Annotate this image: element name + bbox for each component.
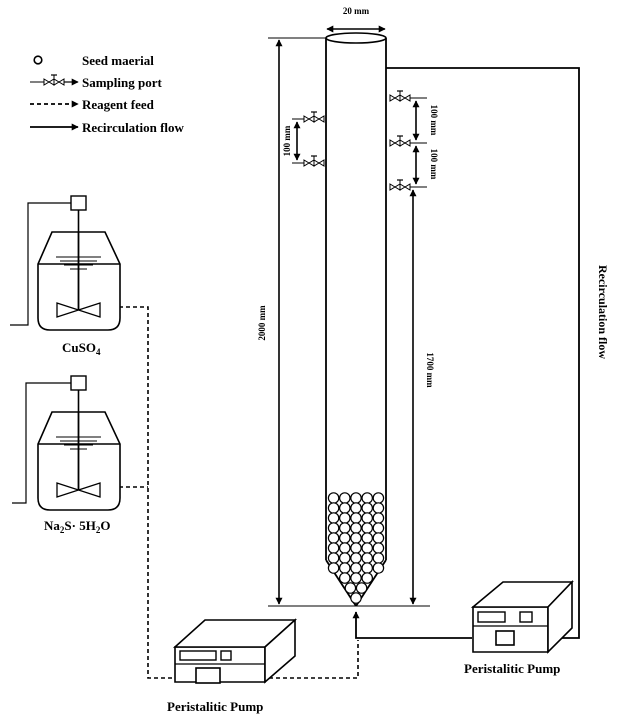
seed-particle xyxy=(372,562,385,574)
seed-particle xyxy=(350,502,362,514)
seed-particle xyxy=(372,552,385,564)
seed-particle xyxy=(361,542,373,554)
seed-particle xyxy=(350,492,362,504)
seed-particle xyxy=(338,562,351,574)
seed-particle xyxy=(327,562,340,574)
seed-particle xyxy=(361,502,373,514)
legend: Seed maerial Sampling port Reagent feed … xyxy=(30,53,185,135)
right-spacing-label-1: 100 mm xyxy=(429,105,439,136)
sampling-port-icon xyxy=(30,74,79,86)
recirculation-loop xyxy=(352,67,580,639)
seed-material-bed xyxy=(327,492,385,604)
seed-particle xyxy=(361,522,373,534)
left-spacing-label: 100 mm xyxy=(282,125,292,156)
seed-particle xyxy=(372,502,385,514)
seed-particle xyxy=(338,542,351,554)
seed-particle xyxy=(372,532,385,544)
seed-particle xyxy=(338,492,351,504)
seed-particle xyxy=(327,522,340,534)
na2s-tank xyxy=(12,375,121,511)
seed-particle xyxy=(338,512,351,524)
seed-particle xyxy=(361,552,373,564)
seed-particle xyxy=(327,502,340,514)
left-pump-label: Peristalitic Pump xyxy=(167,699,263,714)
seed-particle xyxy=(327,512,340,524)
right-pump-label: Peristalitic Pump xyxy=(464,661,560,676)
legend-reagent-label: Reagent feed xyxy=(82,97,155,112)
legend-sampling-label: Sampling port xyxy=(82,75,162,90)
tank2-label: Na2S· 5H2O xyxy=(44,518,110,535)
tank1-label: CuSO4 xyxy=(62,340,101,357)
seed-particle xyxy=(327,532,340,544)
seed-material-icon xyxy=(33,55,43,65)
total-height-label: 2000 mm xyxy=(257,305,267,341)
total-height-dimension: 2000 mm xyxy=(257,37,430,607)
right-peristaltic-pump xyxy=(470,580,574,654)
seed-particle xyxy=(361,492,373,504)
seed-particle xyxy=(350,542,362,554)
legend-seed-label: Seed maerial xyxy=(82,53,154,68)
seed-particle xyxy=(372,512,385,524)
left-peristaltic-pump xyxy=(172,618,298,684)
column-width-dimension: 20 mm xyxy=(326,6,386,33)
seed-particle xyxy=(350,592,362,604)
seed-particle xyxy=(350,552,362,564)
legend-recirculation-label: Recirculation flow xyxy=(82,120,185,135)
width-dimension-label: 20 mm xyxy=(343,6,370,16)
seed-particle xyxy=(361,572,373,584)
lower-height-dimension: 1700 mm xyxy=(409,189,435,605)
seed-particle xyxy=(350,562,362,574)
tank2-motor-icon xyxy=(70,375,87,391)
recirculation-flow-label: Recirculation flow xyxy=(596,265,610,359)
seed-particle xyxy=(355,582,368,594)
seed-particle xyxy=(350,572,362,584)
seed-particle xyxy=(338,522,351,534)
seed-particle xyxy=(338,572,351,584)
lower-height-label: 1700 mm xyxy=(425,352,435,388)
seed-particle xyxy=(327,492,340,504)
seed-particle xyxy=(372,522,385,534)
seed-particle xyxy=(350,522,362,534)
seed-particle xyxy=(327,542,340,554)
seed-particle xyxy=(372,492,385,504)
tank2-impeller-icon xyxy=(56,482,101,498)
right-spacing-label-2: 100 mm xyxy=(429,149,439,180)
tank1-motor-icon xyxy=(70,195,87,211)
seed-particle xyxy=(327,552,340,564)
left-sampling-ports: 100 mm xyxy=(282,111,325,167)
seed-particle xyxy=(338,502,351,514)
tank1-impeller-icon xyxy=(56,302,101,318)
seed-particle xyxy=(338,532,351,544)
seed-particle xyxy=(350,532,362,544)
seed-particle xyxy=(344,582,357,594)
seed-particle xyxy=(350,512,362,524)
seed-particle xyxy=(338,552,351,564)
seed-particle xyxy=(361,532,373,544)
right-sampling-ports: 100 mm 100 mm xyxy=(389,90,439,191)
seed-particle xyxy=(372,542,385,554)
seed-particle xyxy=(361,562,373,574)
seed-particle xyxy=(361,512,373,524)
cuso4-tank xyxy=(10,195,121,331)
